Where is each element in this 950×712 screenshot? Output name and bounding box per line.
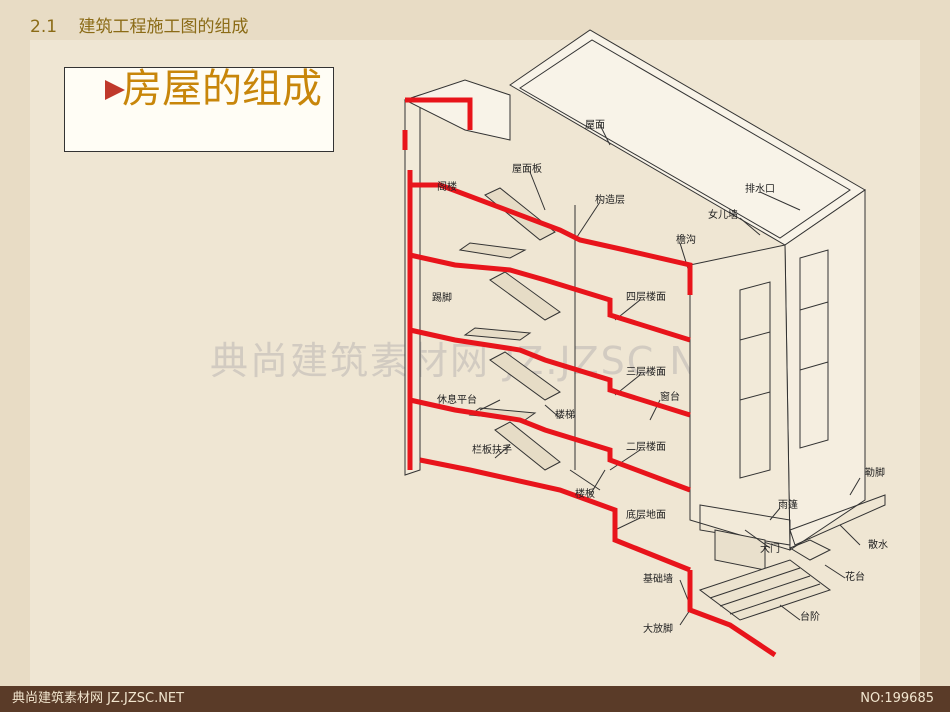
label-canopy: 雨篷 [778,498,798,511]
label-steps: 台阶 [800,610,820,623]
label-plinth: 勒脚 [865,466,885,479]
label-ground-floor: 底层地面 [626,508,666,521]
label-planter: 花台 [845,570,865,583]
top-border [0,0,950,40]
watermark: 典尚建筑素材网 JZ.JZSC.NET [210,339,752,383]
label-main-door: 大门 [760,542,780,555]
footer-left-text: 典尚建筑素材网 JZ.JZSC.NET [12,691,185,706]
label-landing: 休息平台 [437,393,477,406]
label-railing: 栏板扶手 [472,443,512,456]
label-stairs: 楼梯 [555,408,575,421]
slide-header: 2.1 建筑工程施工图的组成 [30,12,248,37]
slide-title: 房屋的组成 [122,66,322,112]
footer-right-text: NO:199685 [860,691,934,706]
label-window-sill: 窗台 [660,390,680,403]
right-border [920,0,950,712]
label-second-floor: 二层楼面 [626,440,666,453]
label-third-floor: 三层楼面 [626,365,666,378]
bullet-arrow-icon [105,80,125,100]
label-gutter: 檐沟 [676,233,696,246]
label-drain-outlet: 排水口 [745,182,775,195]
label-attic: 阁楼 [437,180,457,193]
label-fourth-floor: 四层楼面 [626,290,666,303]
label-parapet: 女儿墙 [708,208,738,221]
label-floor-slab: 楼板 [575,487,595,500]
label-structure-layer: 构造层 [595,193,625,206]
label-roof: 屋面 [585,119,605,131]
label-roof-slab: 屋面板 [512,162,542,175]
label-footing: 大放脚 [643,622,673,635]
label-apron: 散水 [868,538,888,551]
left-border [0,0,30,712]
section-title: 建筑工程施工图的组成 [78,17,249,37]
footer-bar [0,686,950,712]
label-foundation-wall: 基础墙 [643,572,673,585]
section-number: 2.1 [30,17,58,37]
label-skirting: 踢脚 [432,291,452,304]
